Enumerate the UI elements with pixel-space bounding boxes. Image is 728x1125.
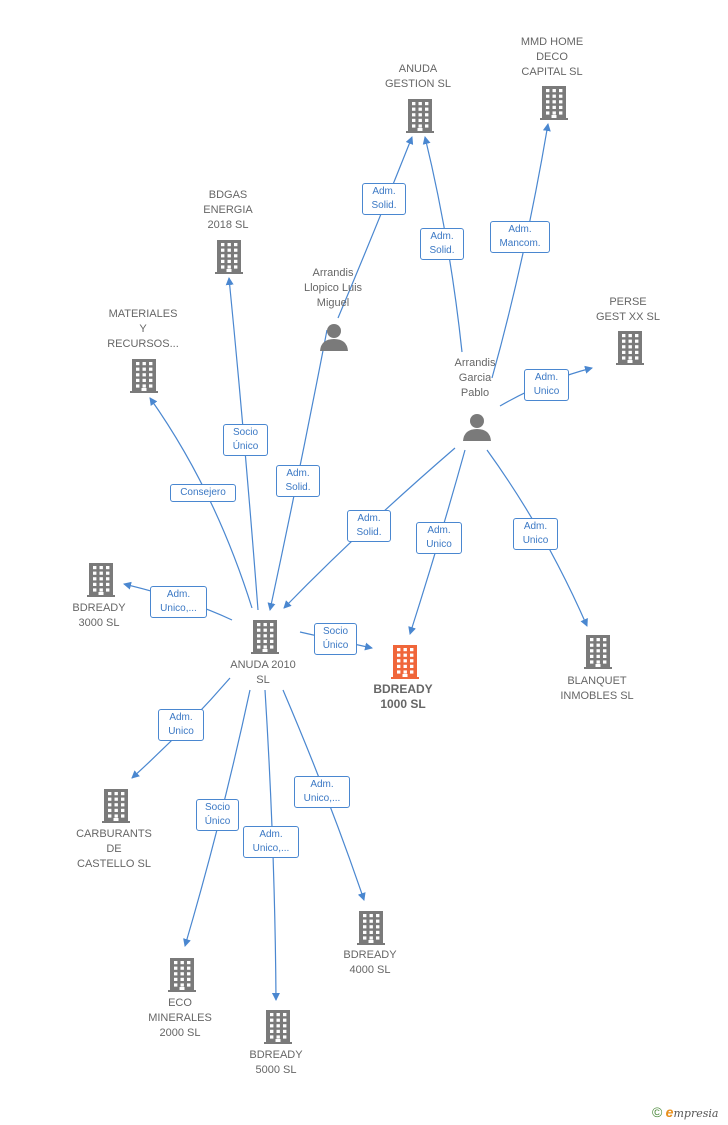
- edge-label[interactable]: Consejero: [170, 484, 236, 502]
- node-label: ANUDA 2010 SL: [230, 659, 296, 686]
- edge-label[interactable]: Socio Único: [223, 424, 268, 456]
- edge-label[interactable]: Adm. Unico: [416, 522, 462, 554]
- node-label: BDREADY 1000 SL: [373, 682, 433, 711]
- node-label: Arrandis Garcia Pablo: [454, 357, 496, 399]
- edge-label[interactable]: Adm. Solid.: [276, 465, 320, 497]
- building-icon: [251, 620, 279, 659]
- node-label: ECO MINERALES 2000 SL: [148, 997, 212, 1039]
- edge-label[interactable]: Adm. Mancom.: [490, 221, 550, 253]
- copyright-icon: ©: [652, 1104, 663, 1120]
- brand-word: mpresia: [673, 1107, 719, 1120]
- brand-logo: © empresia: [652, 1104, 718, 1120]
- edge-label[interactable]: Adm. Unico,...: [150, 586, 207, 618]
- building-icon: [391, 645, 419, 684]
- person-icon: [462, 413, 492, 446]
- node-label: CARBURANTS DE CASTELLO SL: [76, 828, 152, 870]
- edge-line: [337, 136, 414, 319]
- brand-initial: e: [665, 1104, 674, 1120]
- node-label: BDREADY 3000 SL: [72, 602, 126, 629]
- node-label: BDGAS ENERGIA 2018 SL: [203, 189, 253, 231]
- building-icon: [87, 563, 115, 602]
- building-icon: [357, 911, 385, 950]
- edge-line: [491, 123, 551, 379]
- node-label: MMD HOME DECO CAPITAL SL: [520, 36, 584, 78]
- building-icon: [215, 240, 243, 279]
- edge-label[interactable]: Adm. Solid.: [347, 510, 391, 542]
- edge-label[interactable]: Adm. Solid.: [362, 183, 406, 215]
- node-label: BDREADY 5000 SL: [249, 1049, 303, 1076]
- edge-label[interactable]: Adm. Unico: [513, 518, 558, 550]
- person-icon: [319, 323, 349, 356]
- building-icon: [406, 99, 434, 138]
- edge-label[interactable]: Adm. Solid.: [420, 228, 464, 260]
- edge-label[interactable]: Socio Único: [314, 623, 357, 655]
- building-icon: [130, 359, 158, 398]
- building-icon: [616, 331, 644, 370]
- building-icon: [540, 86, 568, 125]
- node-label: BLANQUET INMOBLES SL: [560, 675, 634, 702]
- building-icon: [168, 958, 196, 997]
- building-icon: [584, 635, 612, 674]
- edge-label[interactable]: Adm. Unico,...: [294, 776, 350, 808]
- node-label: Arrandis Llopico Luis Miguel: [303, 267, 363, 309]
- edge-label[interactable]: Adm. Unico: [524, 369, 569, 401]
- edge-label[interactable]: Socio Único: [196, 799, 239, 831]
- building-icon: [102, 789, 130, 828]
- edge-label[interactable]: Adm. Unico: [158, 709, 204, 741]
- node-label: BDREADY 4000 SL: [343, 949, 397, 976]
- node-label: MATERIALES Y RECURSOS...: [107, 308, 179, 350]
- edge-label[interactable]: Adm. Unico,...: [243, 826, 299, 858]
- building-icon: [264, 1010, 292, 1049]
- node-label: ANUDA GESTION SL: [384, 63, 452, 90]
- node-label: PERSE GEST XX SL: [596, 296, 660, 323]
